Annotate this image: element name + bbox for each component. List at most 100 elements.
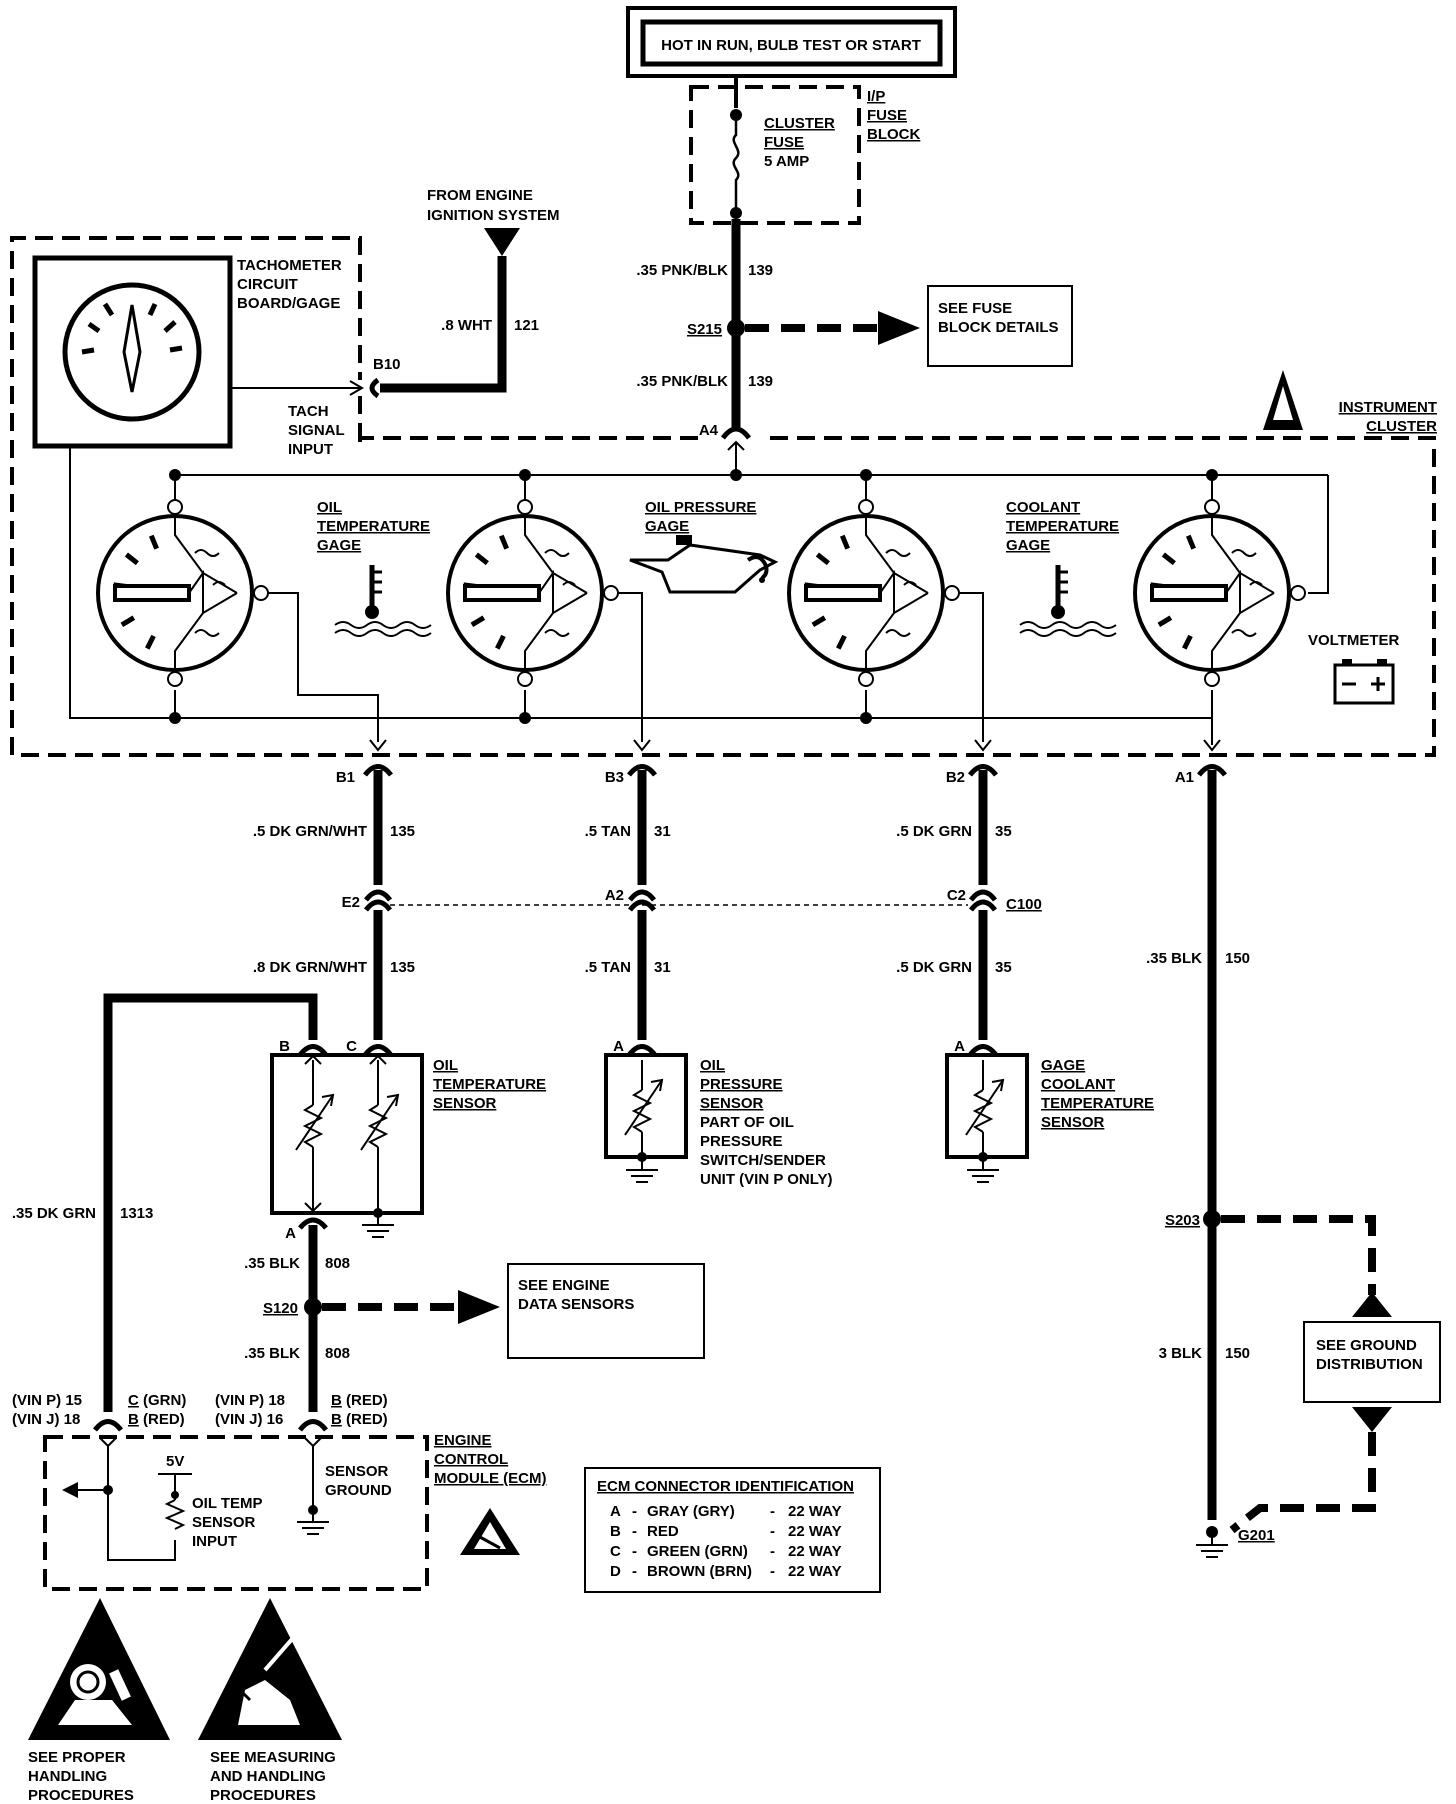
circuit-31-lower: 31 xyxy=(654,959,671,976)
ecm-pin-left-c-color: (GRN) xyxy=(139,1392,187,1409)
cluster-label-1: INSTRUMENT xyxy=(1339,399,1437,416)
sg-lower-wire: .35 BLK xyxy=(244,1345,300,1362)
oil-temp-gage-label-2: TEMPERATURE xyxy=(317,518,430,535)
ecm-pin-right-b2: B xyxy=(331,1411,342,1428)
ops-label-1: OIL xyxy=(700,1057,725,1074)
coolant-gage-label-2: TEMPERATURE xyxy=(1006,518,1119,535)
ecm-table-letter: C xyxy=(610,1543,621,1560)
ecm-table-color: BROWN (BRN) xyxy=(647,1563,752,1580)
ops-label-7: UNIT (VIN P ONLY) xyxy=(700,1171,833,1188)
coolant-thermometer-icon xyxy=(1019,565,1117,637)
ops-label-3: SENSOR xyxy=(700,1095,764,1112)
ecm-module: 5V OIL TEMP SENSOR INPUT SENSOR GROUND E… xyxy=(43,1419,547,1591)
fuse-details-ref: SEE FUSE BLOCK DETAILS xyxy=(745,285,1073,367)
connector-b3: B3 xyxy=(605,739,657,786)
cts-label-1: GAGE xyxy=(1041,1057,1085,1074)
fuse-details-2: BLOCK DETAILS xyxy=(938,319,1059,336)
ots-pin-a: A xyxy=(285,1225,296,1242)
source-triangle-icon xyxy=(484,228,520,256)
ecm-ground-2: GROUND xyxy=(325,1482,392,1499)
ots-pin-c: C xyxy=(346,1038,357,1055)
ignition-label-1: FROM ENGINE xyxy=(427,187,533,204)
ecm-pin-right-b2-color: (RED) xyxy=(342,1411,388,1428)
cluster-label-2: CLUSTER xyxy=(1366,418,1437,435)
wire-135-upper: .5 DK GRN/WHT xyxy=(253,823,367,840)
c100-pin-e2: E2 xyxy=(342,894,360,911)
wire-35-upper: .5 DK GRN xyxy=(896,823,972,840)
fuse-name-1: CLUSTER xyxy=(764,115,835,132)
fuse-block: CLUSTER FUSE 5 AMP I/P FUSE BLOCK xyxy=(689,76,920,225)
ots-label-3: SENSOR xyxy=(433,1095,497,1112)
ground-icon xyxy=(362,1224,394,1238)
notice-left-2: HANDLING xyxy=(28,1768,107,1785)
ground-dist-1: SEE GROUND xyxy=(1316,1337,1417,1354)
ecm-label-2: CONTROL xyxy=(434,1451,508,1468)
connector-b2: B2 xyxy=(946,739,998,786)
oil-pressure-gage-label-2: GAGE xyxy=(645,518,689,535)
feed-upper-circuit: 139 xyxy=(748,262,773,279)
oil-pressure-gage xyxy=(446,499,619,687)
ecm-table-dash: - xyxy=(632,1543,637,1560)
fuse-name-2: FUSE xyxy=(764,134,804,151)
ecm-table-ways: 22 WAY xyxy=(788,1563,842,1580)
connector-b1: B1 xyxy=(336,739,393,786)
ground-dist-2: DISTRIBUTION xyxy=(1316,1356,1423,1373)
tach-input-2: SIGNAL xyxy=(288,422,345,439)
arrow-right-icon xyxy=(458,1290,500,1324)
power-source-box: HOT IN RUN, BULB TEST OR START xyxy=(626,6,957,78)
arrow-right-icon xyxy=(878,311,920,345)
ground-circuit-upper: 150 xyxy=(1225,950,1250,967)
ecm-pin-right-b1: B xyxy=(331,1392,342,1409)
fuse-icon xyxy=(732,121,740,213)
ecm-table-letter: D xyxy=(610,1563,621,1580)
ots-label-2: TEMPERATURE xyxy=(433,1076,546,1093)
ecm-pin-left-p: (VIN P) 15 xyxy=(12,1392,82,1409)
ignition-input: FROM ENGINE IGNITION SYSTEM .8 WHT 121 B… xyxy=(230,187,560,399)
ecm-table-dash: - xyxy=(770,1563,775,1580)
ecm-feed-1313: .35 DK GRN 1313 xyxy=(12,1205,153,1412)
ecm-connector-table: ECM CONNECTOR IDENTIFICATION A-GRAY (GRY… xyxy=(584,1467,881,1593)
oil-temp-gage-label-3: GAGE xyxy=(317,537,361,554)
tach-input-1: TACH xyxy=(288,403,329,420)
cluster-output-connectors: B1 B3 B2 A1 xyxy=(336,739,1227,786)
notice-right-3: PROCEDURES xyxy=(210,1787,316,1804)
notice-proper-handling: SEE PROPER HANDLING PROCEDURES xyxy=(28,1598,170,1804)
ignition-label-2: IGNITION SYSTEM xyxy=(427,207,560,224)
ecm-pin-left-b: B xyxy=(128,1411,139,1428)
oil-pressure-gage-label-1: OIL PRESSURE xyxy=(645,499,756,516)
tach-input-3: INPUT xyxy=(288,441,333,458)
cluster-internal-wiring xyxy=(69,446,1329,745)
circuit-135-lower: 135 xyxy=(390,959,415,976)
ecm-table-dash: - xyxy=(770,1503,775,1520)
ecm-table-title: ECM CONNECTOR IDENTIFICATION xyxy=(597,1478,854,1495)
resistor-icon xyxy=(164,1499,186,1530)
fuse-details-1: SEE FUSE xyxy=(938,300,1012,317)
ecm-input-3: INPUT xyxy=(192,1533,237,1550)
ots-label-1: OIL xyxy=(433,1057,458,1074)
wire-135-lower: .8 DK GRN/WHT xyxy=(253,959,367,976)
notice-right-1: SEE MEASURING xyxy=(210,1749,336,1766)
svg-text:C (GRN): C (GRN) xyxy=(128,1392,186,1409)
tachometer: TACHOMETER CIRCUIT BOARD/GAGE TACH SIGNA… xyxy=(32,255,345,458)
fuse-rating: 5 AMP xyxy=(764,153,809,170)
connector-a4: A4 xyxy=(699,422,719,439)
cts-label-2: COOLANT xyxy=(1041,1076,1115,1093)
cts-label-4: SENSOR xyxy=(1041,1114,1105,1131)
ots-pin-b: B xyxy=(279,1038,290,1055)
coolant-gage-label-1: COOLANT xyxy=(1006,499,1080,516)
connector-a4-icon xyxy=(720,426,752,440)
sg-lower-circuit: 808 xyxy=(325,1345,350,1362)
ecm-table-ways: 22 WAY xyxy=(788,1543,842,1560)
ecm-table-row: A-GRAY (GRY)-22 WAY xyxy=(610,1503,842,1520)
ecm-table-dash: - xyxy=(632,1503,637,1520)
ground-wire-lower: 3 BLK xyxy=(1159,1345,1203,1362)
ecm-pin-left-b-color: (RED) xyxy=(139,1411,185,1428)
ground-g201: G201 xyxy=(1238,1527,1275,1544)
ops-label-2: PRESSURE xyxy=(700,1076,783,1093)
ecm-pin-right-b1-color: (RED) xyxy=(342,1392,388,1409)
fuse-block-label-1: I/P xyxy=(867,88,885,105)
circuit-35-upper: 35 xyxy=(995,823,1012,840)
gage-layer xyxy=(96,499,1306,687)
ecm-label-3: MODULE (ECM) xyxy=(434,1470,547,1487)
ecm-table-ways: 22 WAY xyxy=(788,1503,842,1520)
